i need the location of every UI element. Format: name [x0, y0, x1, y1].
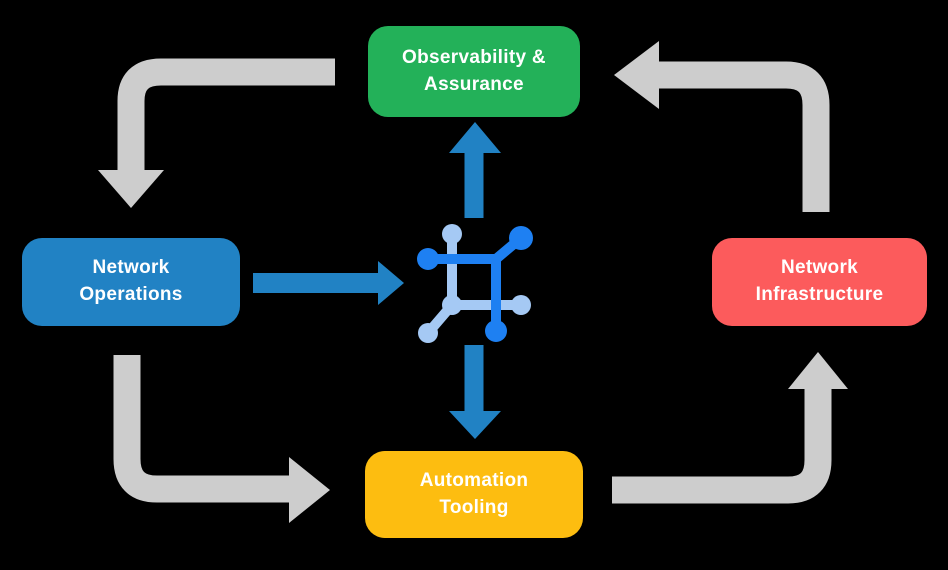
node-automation-tooling: Automation Tooling — [365, 451, 583, 538]
icon-node — [418, 323, 438, 343]
arrow-head-right-icon — [378, 261, 404, 305]
arrow-head-right-icon — [289, 457, 330, 523]
icon-node — [485, 320, 507, 342]
node-network-operations: Network Operations — [22, 238, 240, 326]
node-label: Automation Tooling — [419, 469, 529, 518]
node-observability-assurance: Observability & Assurance — [368, 26, 580, 117]
arrow-automation-to-infrastructure — [612, 352, 848, 504]
arrow-infrastructure-to-observability — [614, 41, 830, 212]
icon-node — [442, 224, 462, 244]
arrow-head-down-icon — [98, 170, 164, 208]
icon-node — [417, 248, 439, 270]
arrow-head-left-icon — [614, 41, 659, 109]
node-network-infrastructure: Network Infrastructure — [712, 238, 927, 326]
icon-node — [509, 226, 533, 250]
arrow-hub-to-observability — [449, 122, 501, 218]
arrow-head-down-icon — [449, 411, 501, 439]
arrow-shaft — [117, 58, 335, 172]
icon-node — [442, 295, 462, 315]
arrow-shaft — [612, 389, 832, 504]
network-mesh-icon — [417, 224, 533, 343]
icon-node — [511, 295, 531, 315]
arrow-observability-to-operations — [98, 58, 335, 208]
arrow-operations-to-automation — [113, 355, 330, 523]
arrow-head-up-icon — [788, 352, 848, 389]
arrow-shaft — [659, 61, 830, 212]
arrow-head-up-icon — [449, 122, 501, 153]
node-label: Network Infrastructure — [755, 257, 884, 305]
arrow-operations-to-hub — [253, 261, 404, 305]
arrow-hub-to-automation — [449, 345, 501, 439]
node-label: Observability & Assurance — [402, 46, 546, 95]
arrow-shaft — [113, 355, 289, 503]
node-label: Network Operations — [79, 257, 183, 305]
